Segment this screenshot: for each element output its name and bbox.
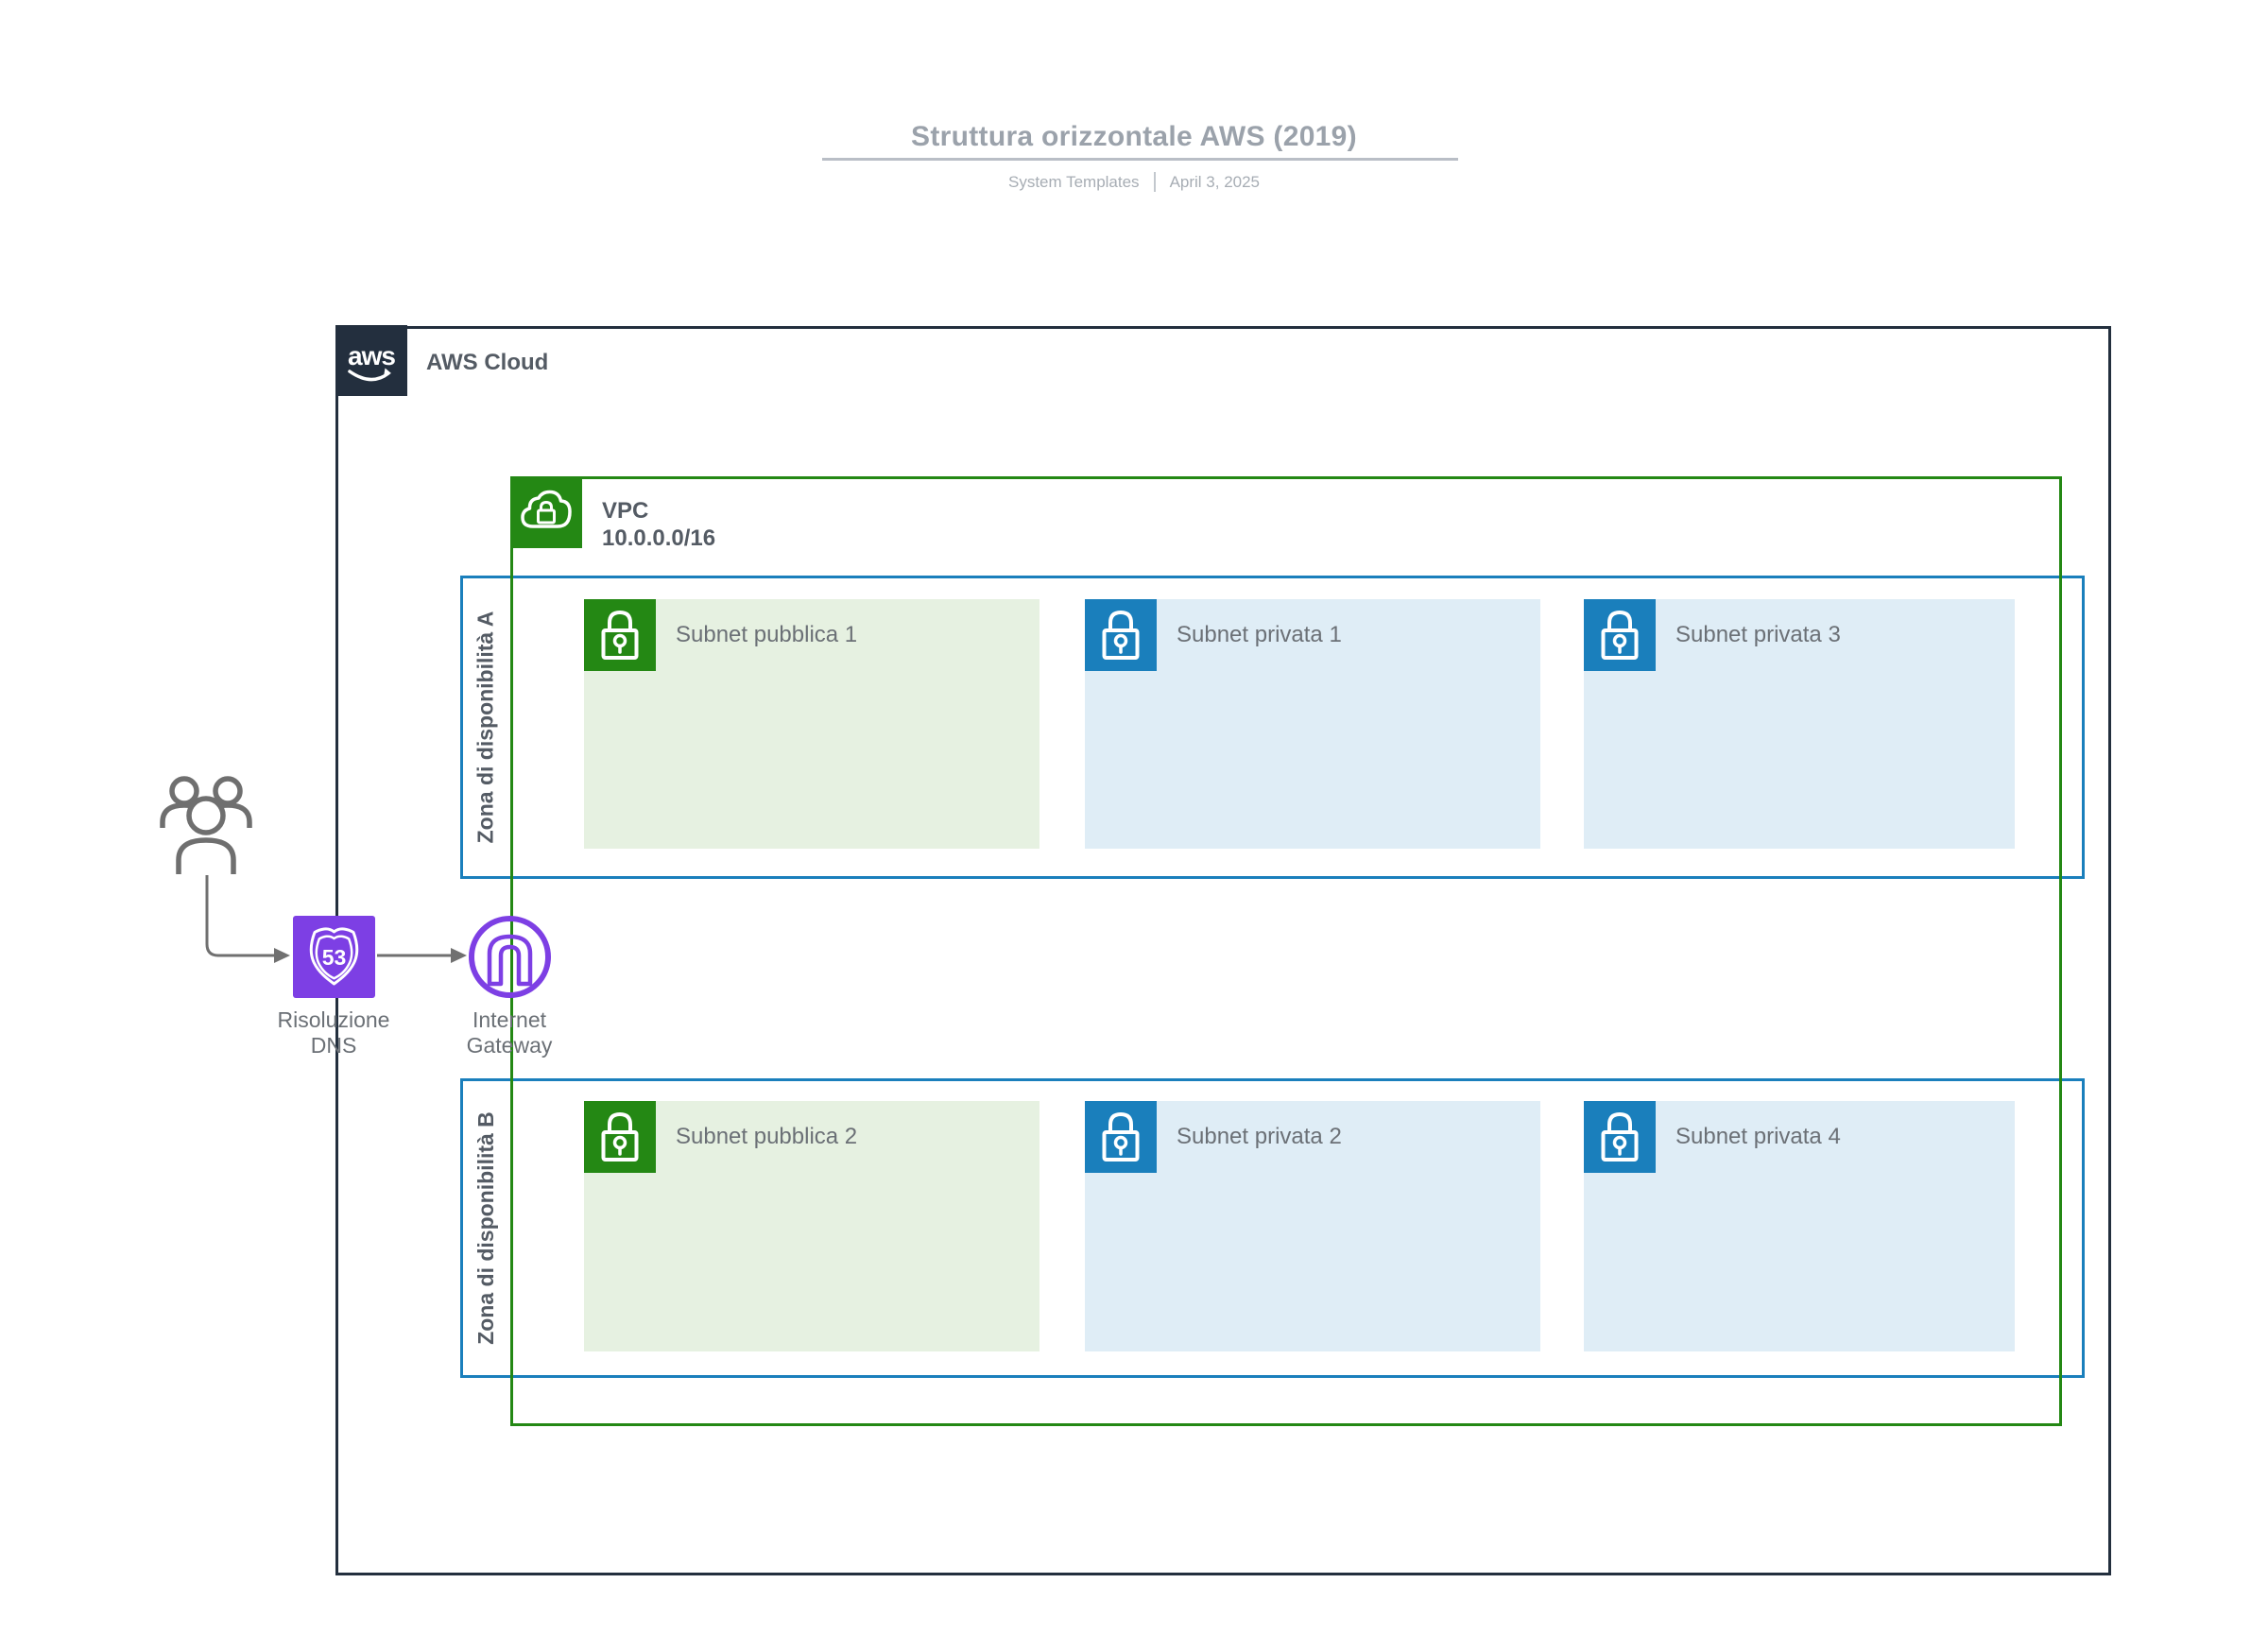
aws-cloud-label: AWS Cloud (426, 350, 549, 375)
page-title: Struttura orizzontale AWS (2019) (911, 121, 1357, 152)
availability-zone-a-container (460, 576, 2085, 879)
aws-logo-icon: aws (335, 325, 407, 396)
subnet-private-3: Subnet privata 3 (1584, 599, 2015, 849)
public-subnet-lock-icon (584, 599, 656, 671)
subnet-private-1: Subnet privata 1 (1085, 599, 1540, 849)
subnet-label: Subnet privata 3 (1675, 622, 1841, 647)
public-subnet-lock-icon (584, 1101, 656, 1173)
internet-gateway-icon (469, 916, 551, 998)
subnet-public-2: Subnet pubblica 2 (584, 1101, 1040, 1351)
vpc-container (510, 476, 2062, 1426)
subnet-label: Subnet privata 2 (1177, 1124, 1342, 1149)
subnet-label: Subnet pubblica 2 (676, 1124, 858, 1149)
subtitle-date: April 3, 2025 (1169, 172, 1261, 191)
vpc-label: VPC (602, 498, 649, 524)
internet-gateway-label: Internet Gateway (466, 1007, 553, 1058)
private-subnet-lock-icon (1085, 1101, 1157, 1173)
private-subnet-lock-icon (1584, 599, 1656, 671)
vpc-cidr: 10.0.0.0/16 (602, 525, 716, 551)
subnet-label: Subnet privata 4 (1675, 1124, 1841, 1149)
svg-text:53: 53 (322, 945, 347, 970)
availability-zone-b-label: Zona di disponibilità B (472, 1111, 498, 1345)
route53-icon: 53 (293, 916, 375, 998)
dns-resolution-label: Risoluzione DNS (277, 1007, 390, 1058)
subtitle: System Templates April 3, 2025 (0, 172, 2268, 192)
private-subnet-lock-icon (1085, 599, 1157, 671)
private-subnet-lock-icon (1584, 1101, 1656, 1173)
subnet-private-2: Subnet privata 2 (1085, 1101, 1540, 1351)
subnet-label: Subnet privata 1 (1177, 622, 1342, 647)
availability-zone-a-label: Zona di disponibilità A (472, 611, 498, 844)
title-underline (822, 158, 1458, 161)
svg-text:aws: aws (348, 341, 395, 370)
subnet-public-1: Subnet pubblica 1 (584, 599, 1040, 849)
availability-zone-b-container (460, 1078, 2085, 1378)
subtitle-author: System Templates (1007, 172, 1140, 191)
subtitle-separator (1153, 172, 1156, 192)
subnet-private-4: Subnet privata 4 (1584, 1101, 2015, 1351)
users-icon (160, 776, 252, 874)
subnet-label: Subnet pubblica 1 (676, 622, 858, 647)
vpc-icon (510, 476, 582, 548)
vpc-labels: VPC 10.0.0.0/16 (602, 497, 715, 552)
